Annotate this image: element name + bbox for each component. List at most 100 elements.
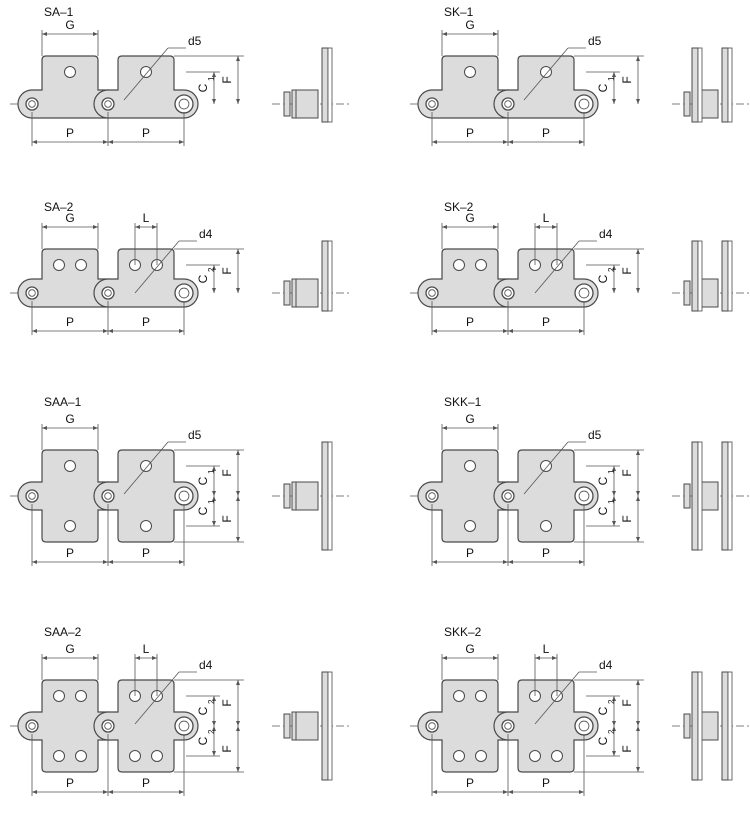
attachment-plate-edge xyxy=(691,240,699,312)
attachment-plate-2 xyxy=(493,248,599,308)
panel-title: SK–1 xyxy=(444,5,474,19)
attachment-plate-edge xyxy=(691,441,699,551)
f-dimension-bottom-label: F xyxy=(620,745,634,752)
panel-title: SAA–1 xyxy=(44,395,82,409)
c-dimension-top-label: C xyxy=(196,83,210,92)
hole-diameter-leader xyxy=(523,441,569,495)
side-view xyxy=(272,671,350,781)
pin-hole xyxy=(101,97,115,111)
l-dimension-label: L xyxy=(143,642,150,656)
c-dimension-bottom-subscript: 2 xyxy=(607,729,616,734)
inner-link-plate-edge xyxy=(291,278,297,308)
g-dimension-label: G xyxy=(465,642,474,656)
hole-diameter-leader xyxy=(534,671,580,725)
f-dimension-bottom-label: F xyxy=(620,515,634,522)
mounting-hole xyxy=(551,750,563,762)
hole-diameter-label: d5 xyxy=(188,34,202,48)
mounting-hole xyxy=(53,750,65,762)
c-dimension-bottom-subscript: 2 xyxy=(207,729,216,734)
roller xyxy=(295,481,319,511)
mounting-hole xyxy=(540,66,552,78)
pitch-dimension-2-label: P xyxy=(142,126,150,140)
attachment-plate-edge xyxy=(721,47,729,123)
hole-diameter-label: d4 xyxy=(199,227,213,241)
hole-diameter-leader xyxy=(134,240,180,294)
mounting-hole xyxy=(453,750,465,762)
side-view xyxy=(672,671,750,781)
pitch-dimension-2-label: P xyxy=(142,546,150,560)
c-dimension-top-label: C xyxy=(196,274,210,283)
pin-head xyxy=(283,713,291,739)
f-dimension-top-label: F xyxy=(220,267,234,274)
c-dimension-bottom-label: C xyxy=(196,736,210,745)
pitch-dimension-2-label: P xyxy=(542,315,550,329)
mounting-hole xyxy=(75,690,87,702)
hole-diameter-leader xyxy=(534,240,580,294)
hole-diameter-label: d5 xyxy=(588,34,602,48)
roller xyxy=(295,89,319,119)
c-dimension-bottom-label: C xyxy=(596,506,610,515)
attachment-plate-2 xyxy=(93,449,199,543)
g-dimension-label: G xyxy=(65,211,74,225)
pin-hole xyxy=(501,286,515,300)
mounting-hole xyxy=(475,750,487,762)
side-view xyxy=(672,441,750,551)
pitch-dimension-1-label: P xyxy=(466,315,474,329)
pin-head xyxy=(283,91,291,117)
c-dimension-top-subscript: 2 xyxy=(207,267,216,272)
pin-head xyxy=(683,713,691,739)
c-dimension-top-subscript: 1 xyxy=(207,469,216,474)
c-dimension-top-label: C xyxy=(596,476,610,485)
g-dimension-label: G xyxy=(465,211,474,225)
pin-hole xyxy=(501,719,515,733)
pin-hole xyxy=(425,719,439,733)
c-dimension-bottom-subscript: 1 xyxy=(207,499,216,504)
hole-diameter-leader xyxy=(123,47,169,101)
c-dimension-bottom-label: C xyxy=(596,736,610,745)
attachment-plate-edge xyxy=(321,47,329,123)
pitch-dimension-1-label: P xyxy=(466,776,474,790)
c-dimension-top-subscript: 1 xyxy=(207,76,216,81)
mounting-hole xyxy=(53,690,65,702)
attachment-plate-2 xyxy=(93,248,199,308)
f-dimension-top-label: F xyxy=(620,699,634,706)
mounting-hole xyxy=(464,66,476,78)
hole-diameter-label: d4 xyxy=(199,658,213,672)
pin-hole xyxy=(174,716,194,736)
inner-link-plate-edge xyxy=(291,711,297,741)
pitch-dimension-1-label: P xyxy=(66,126,74,140)
c-dimension-top-subscript: 2 xyxy=(607,267,616,272)
pin-hole xyxy=(25,97,39,111)
f-dimension-bottom-label: F xyxy=(220,745,234,752)
pitch-dimension-2-label: P xyxy=(542,546,550,560)
pin-hole xyxy=(174,486,194,506)
attachment-plate-1 xyxy=(417,679,523,773)
c-dimension-top-label: C xyxy=(596,274,610,283)
mounting-hole xyxy=(464,460,476,472)
pin-hole xyxy=(101,719,115,733)
c-dimension-top-label: C xyxy=(596,83,610,92)
attachment-plate-edge xyxy=(321,671,329,781)
mounting-hole xyxy=(64,66,76,78)
hole-diameter-leader xyxy=(523,47,569,101)
mounting-hole xyxy=(540,520,552,532)
g-dimension-label: G xyxy=(465,412,474,426)
mounting-hole xyxy=(464,520,476,532)
pin-hole xyxy=(25,286,39,300)
panel-title: SA–1 xyxy=(44,5,74,19)
pin-hole xyxy=(25,489,39,503)
f-dimension-top-label: F xyxy=(620,76,634,83)
c-dimension-top-label: C xyxy=(196,476,210,485)
pitch-dimension-1-label: P xyxy=(66,546,74,560)
f-dimension-top-label: F xyxy=(620,267,634,274)
panel-title: SKK–2 xyxy=(444,625,482,639)
l-dimension-label: L xyxy=(143,211,150,225)
attachment-plate-edge xyxy=(721,671,729,781)
hole-diameter-label: d5 xyxy=(188,428,202,442)
g-dimension-label: G xyxy=(65,18,74,32)
mounting-hole xyxy=(140,520,152,532)
hole-diameter-leader xyxy=(123,441,169,495)
